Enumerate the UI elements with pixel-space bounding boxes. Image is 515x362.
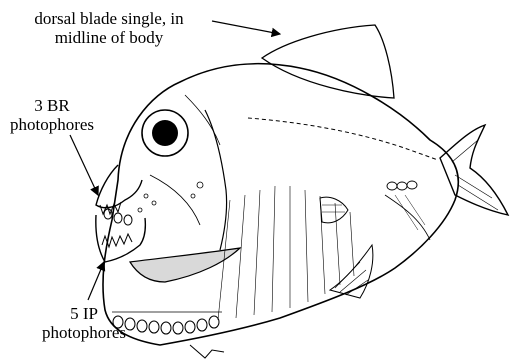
- body-outline: [103, 64, 458, 345]
- pelvic-fin: [320, 197, 348, 223]
- ip-label-line1: 5 IP: [34, 304, 134, 323]
- ip-photophores-label: 5 IP photophores: [34, 304, 134, 342]
- br-photophore-1: [104, 209, 112, 219]
- br-arrow: [70, 135, 98, 195]
- eye-pupil: [152, 120, 178, 146]
- lateral-line: [248, 118, 438, 160]
- br-label-line1: 3 BR: [2, 96, 102, 115]
- br-photophore-3: [124, 215, 132, 225]
- br-photophore-2: [114, 213, 122, 223]
- dorsal-blade: [262, 25, 394, 98]
- dorsal-label-line1: dorsal blade single, in: [6, 9, 212, 28]
- tail-fin: [440, 125, 508, 215]
- dorsal-blade-label: dorsal blade single, in midline of body: [6, 9, 212, 47]
- body-rays: [218, 186, 354, 320]
- ip-arrow: [88, 262, 104, 300]
- br-label-line2: photophores: [2, 115, 102, 134]
- dorsal-arrow: [212, 21, 280, 34]
- br-photophores-label: 3 BR photophores: [2, 96, 102, 134]
- dorsal-label-line2: midline of body: [6, 28, 212, 47]
- ip-label-line2: photophores: [34, 323, 134, 342]
